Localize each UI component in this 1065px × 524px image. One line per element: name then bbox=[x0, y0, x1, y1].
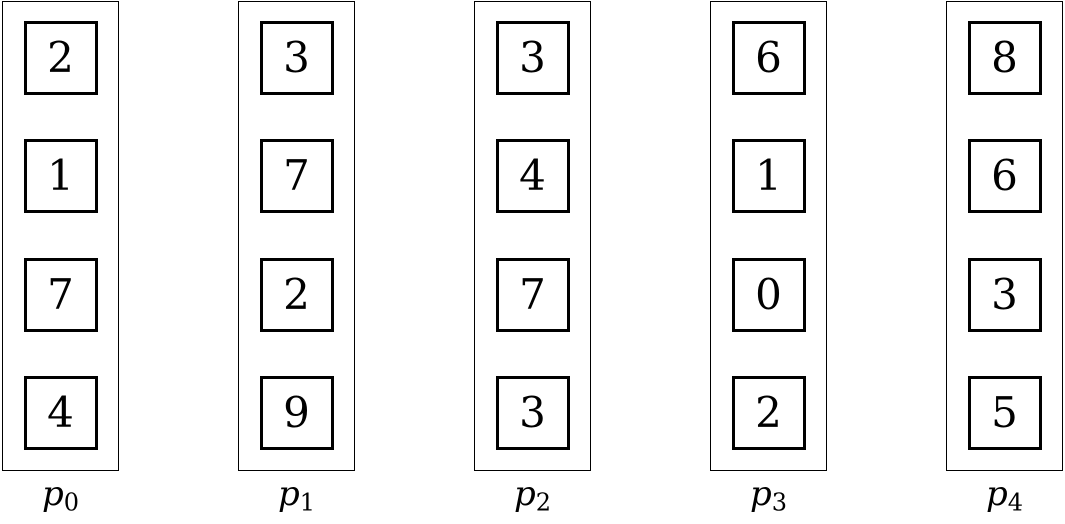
value-cell: 0 bbox=[731, 257, 806, 332]
label-base: p bbox=[749, 474, 772, 514]
process-label-p1: p1 bbox=[277, 474, 316, 517]
value-cell: 6 bbox=[731, 21, 806, 95]
process-label-p0: p0 bbox=[41, 474, 80, 517]
value-cell: 4 bbox=[23, 375, 98, 450]
value-cell: 7 bbox=[495, 257, 570, 332]
label-subscript: 0 bbox=[63, 488, 80, 517]
process-box-p3: 6 1 0 2 bbox=[710, 1, 827, 471]
value-cell: 3 bbox=[495, 21, 570, 95]
label-subscript: 3 bbox=[771, 488, 788, 517]
value-cell: 6 bbox=[967, 139, 1042, 214]
value-cell: 1 bbox=[731, 139, 806, 214]
label-base: p bbox=[41, 474, 64, 514]
label-subscript: 4 bbox=[1007, 488, 1024, 517]
value-cell: 1 bbox=[23, 139, 98, 214]
label-base: p bbox=[985, 474, 1008, 514]
process-box-p4: 8 6 3 5 bbox=[946, 1, 1063, 471]
process-label-p4: p4 bbox=[985, 474, 1024, 517]
value-cell: 2 bbox=[23, 21, 98, 95]
value-cell: 3 bbox=[495, 375, 570, 450]
value-cell: 5 bbox=[967, 375, 1042, 450]
label-subscript: 1 bbox=[299, 488, 316, 517]
process-label-p3: p3 bbox=[749, 474, 788, 517]
process-column-p2: 3 4 7 3 p2 bbox=[474, 1, 591, 517]
value-cell: 2 bbox=[731, 375, 806, 450]
label-base: p bbox=[513, 474, 536, 514]
process-column-p4: 8 6 3 5 p4 bbox=[946, 1, 1063, 517]
process-box-p2: 3 4 7 3 bbox=[474, 1, 591, 471]
value-cell: 3 bbox=[967, 257, 1042, 332]
value-cell: 7 bbox=[23, 257, 98, 332]
value-cell: 3 bbox=[259, 21, 334, 95]
label-base: p bbox=[277, 474, 300, 514]
label-subscript: 2 bbox=[535, 488, 552, 517]
value-cell: 7 bbox=[259, 139, 334, 214]
process-label-p2: p2 bbox=[513, 474, 552, 517]
value-cell: 4 bbox=[495, 139, 570, 214]
process-box-p0: 2 1 7 4 bbox=[2, 1, 119, 471]
process-box-p1: 3 7 2 9 bbox=[238, 1, 355, 471]
process-column-p1: 3 7 2 9 p1 bbox=[238, 1, 355, 517]
value-cell: 8 bbox=[967, 21, 1042, 95]
value-cell: 9 bbox=[259, 375, 334, 450]
process-column-p3: 6 1 0 2 p3 bbox=[710, 1, 827, 517]
value-cell: 2 bbox=[259, 257, 334, 332]
process-column-p0: 2 1 7 4 p0 bbox=[2, 1, 119, 517]
